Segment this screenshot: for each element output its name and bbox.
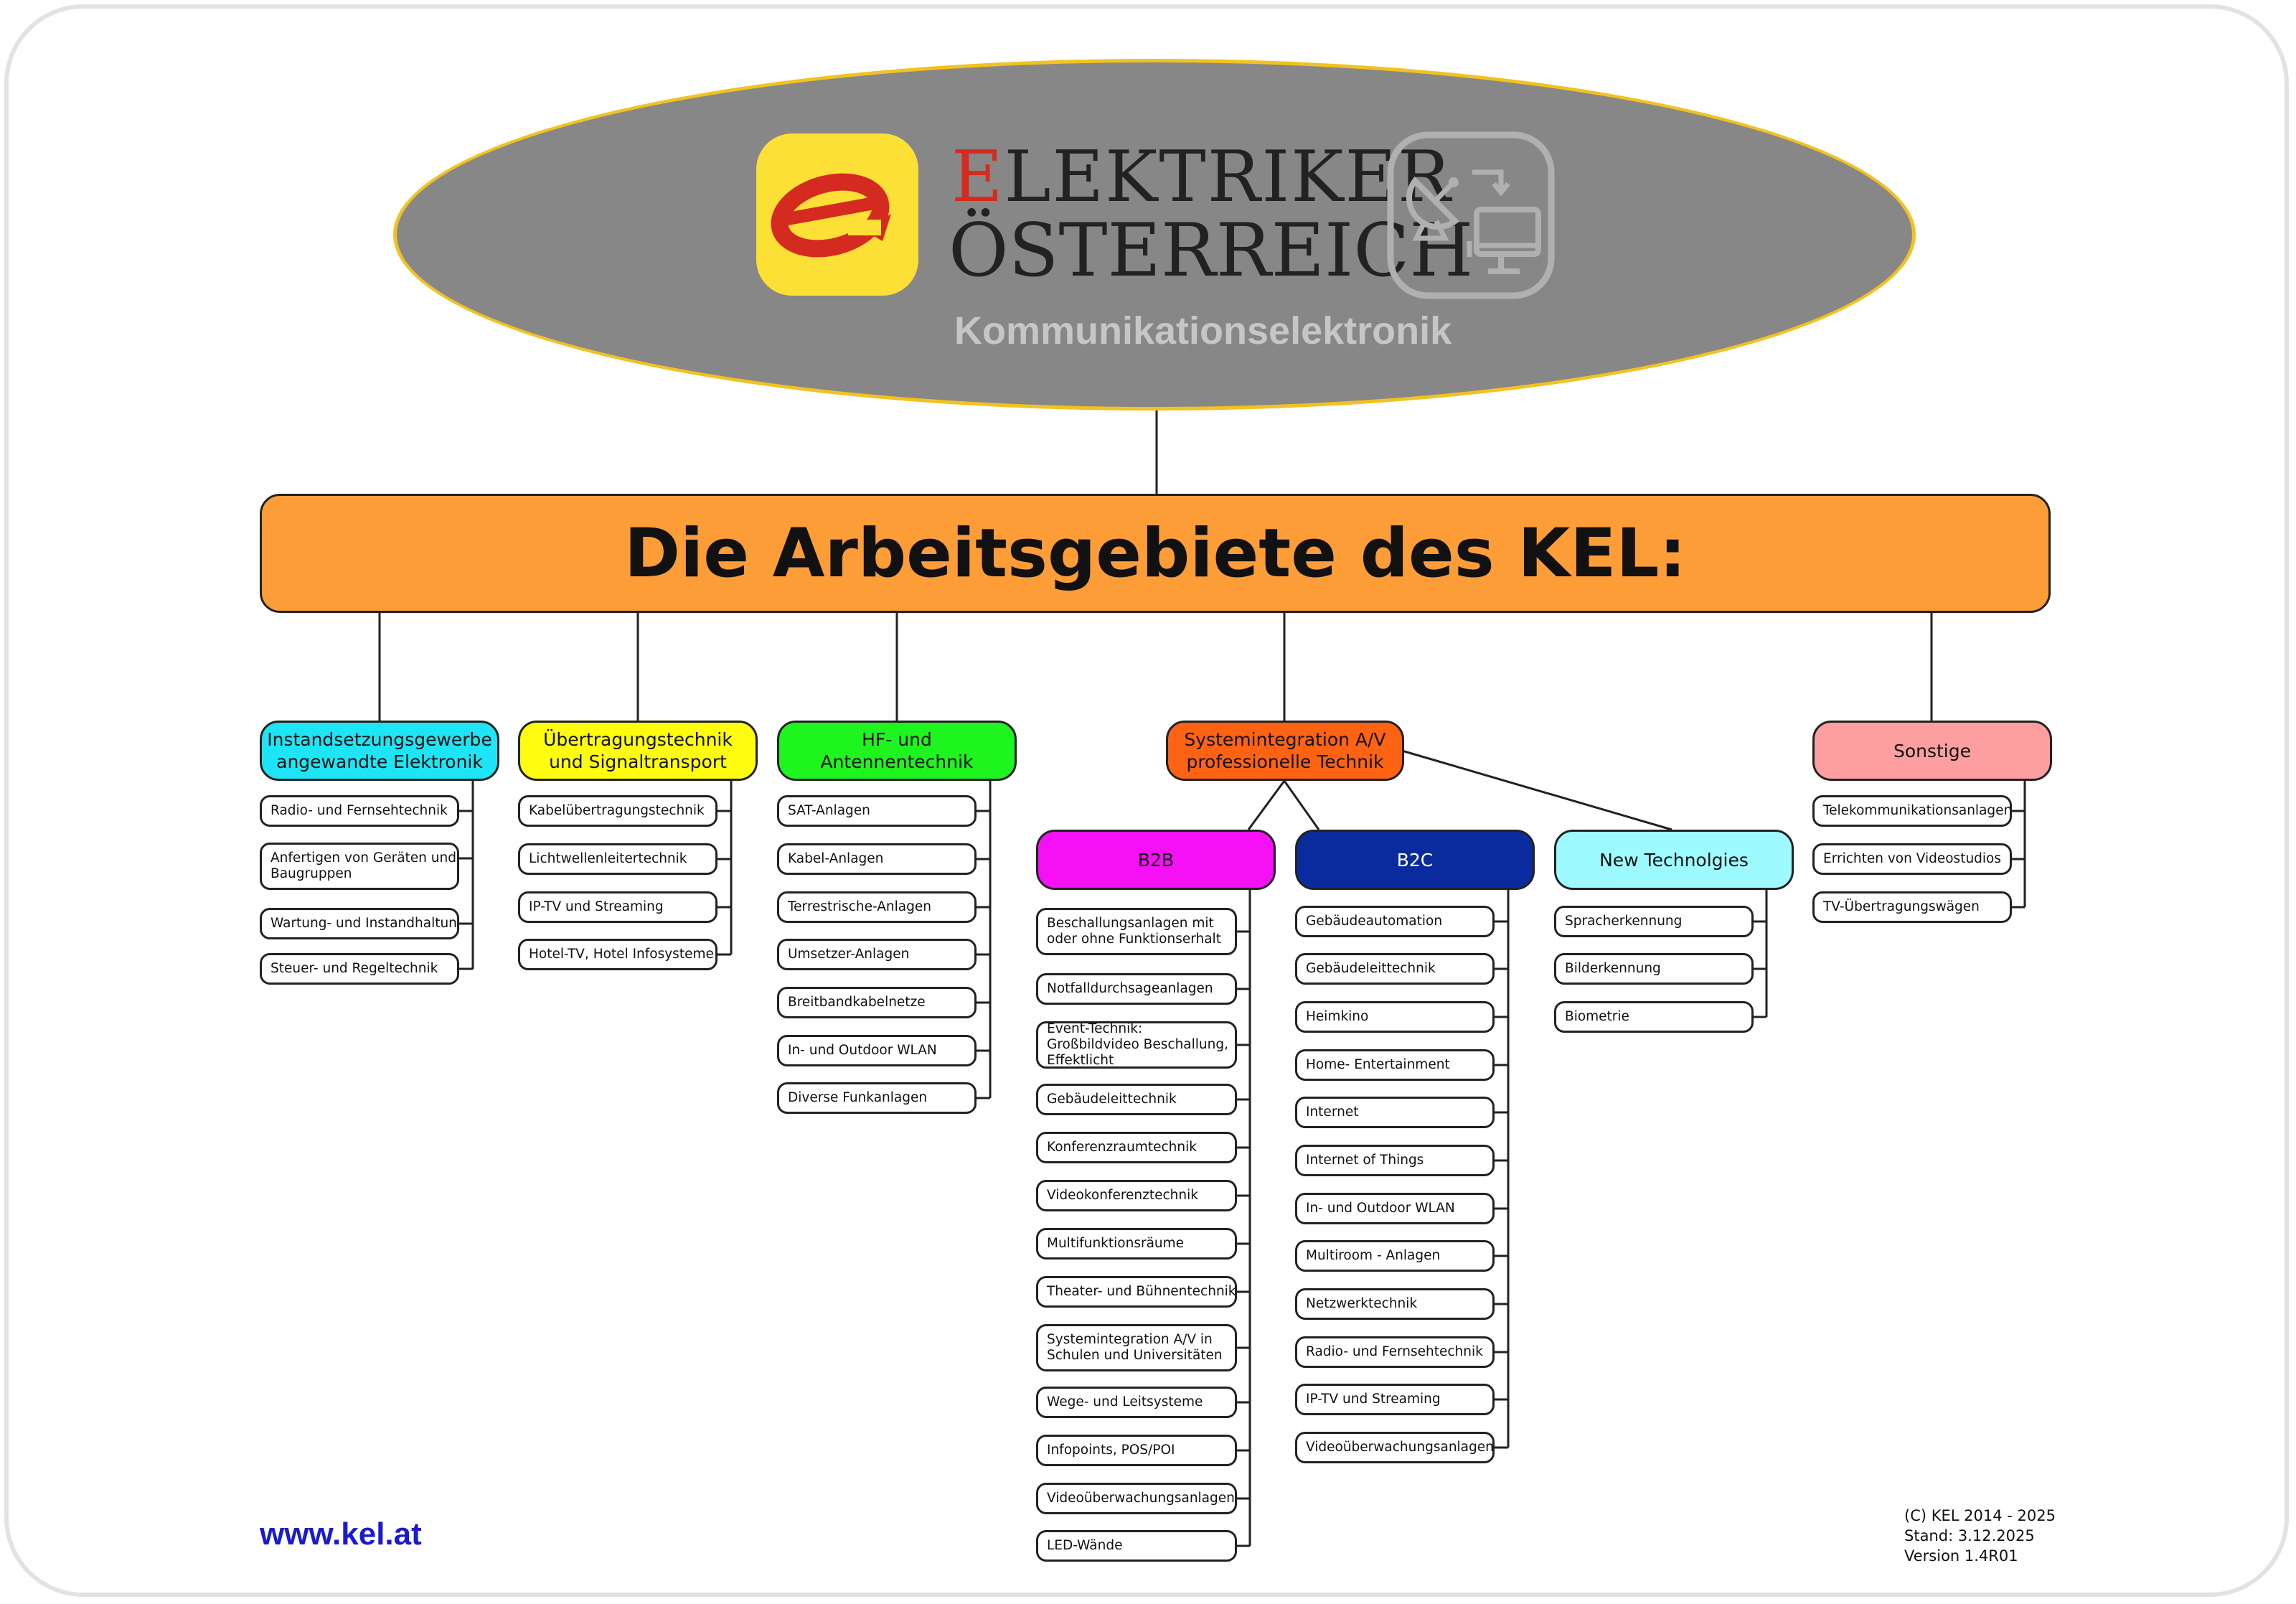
list-item: Event-Technik: Großbildvideo Beschallung…: [1036, 1021, 1237, 1069]
e-marke-logo-icon: [756, 133, 918, 296]
brand-first-letter: E: [951, 136, 1004, 218]
list-item: Kabel-Anlagen: [777, 843, 977, 875]
copyright-block: (C) KEL 2014 - 2025 Stand: 3.12.2025 Ver…: [1904, 1506, 2056, 1566]
list-item: Lichtwellenleitertechnik: [518, 843, 718, 875]
category-hf-antennentechnik: HF- und Antennentechnik: [777, 721, 1017, 781]
category-label-line1: Übertragungstechnik: [543, 729, 733, 750]
list-item: Telekommunikationsanlagen: [1812, 795, 2012, 827]
satellite-computer-icon: [1386, 131, 1556, 300]
brand-line-1: ELEKTRIKER: [951, 138, 1452, 217]
list-item: Steuer- und Regeltechnik: [260, 953, 459, 985]
list-item: Netzwerktechnik: [1295, 1288, 1495, 1320]
list-item: Videokonferenztechnik: [1036, 1180, 1237, 1211]
list-item: Home- Entertainment: [1295, 1049, 1495, 1081]
copyright-text: (C) KEL 2014 - 2025: [1904, 1507, 2056, 1524]
list-item: Umsetzer-Anlagen: [777, 939, 977, 970]
list-item: Multifunktionsräume: [1036, 1228, 1237, 1260]
category-label-line1: Instandsetzungsgewerbe: [267, 729, 492, 750]
list-item: Errichten von Videostudios: [1812, 843, 2012, 875]
list-item: Kabelübertragungstechnik: [518, 795, 718, 827]
list-item: Bilderkennung: [1554, 953, 1754, 985]
category-sonstige: Sonstige: [1812, 721, 2052, 781]
website-link[interactable]: www.kel.at: [260, 1516, 422, 1552]
list-item: Wege- und Leitsysteme: [1036, 1387, 1237, 1418]
list-item: Internet: [1295, 1097, 1495, 1128]
list-item: Internet of Things: [1295, 1145, 1495, 1176]
list-item: TV-Übertragungswägen: [1812, 891, 2012, 923]
list-item: Biometrie: [1554, 1001, 1754, 1033]
list-item: LED-Wände: [1036, 1530, 1237, 1562]
header-subtitle: Kommunikationselektronik: [954, 309, 1452, 352]
category-label-line2: professionelle Technik: [1186, 751, 1384, 772]
list-item: SAT-Anlagen: [777, 795, 977, 827]
list-item: Diverse Funkanlagen: [777, 1082, 977, 1114]
category-label: Sonstige: [1893, 740, 1972, 761]
category-label-line2: angewandte Elektronik: [276, 751, 483, 772]
list-item: IP-TV und Streaming: [1295, 1384, 1495, 1415]
category-label: New Technolgies: [1599, 849, 1749, 871]
list-item: Infopoints, POS/POI: [1036, 1435, 1237, 1466]
version-text: Version 1.4R01: [1904, 1547, 2018, 1565]
category-label-line2: und Signaltransport: [549, 751, 727, 772]
list-item: Breitbandkabelnetze: [777, 987, 977, 1018]
list-item: Videoüberwachungsanlagen: [1036, 1483, 1237, 1514]
list-item: Notfalldurchsageanlagen: [1036, 973, 1237, 1005]
subcategory-new-technologies: New Technolgies: [1554, 830, 1794, 890]
category-label: HF- und Antennentechnik: [820, 729, 974, 772]
list-item: Heimkino: [1295, 1001, 1495, 1033]
category-label: B2C: [1396, 849, 1434, 871]
brand-rest: LEKTRIKER: [1004, 136, 1452, 218]
list-item: Systemintegration A/V in Schulen und Uni…: [1036, 1324, 1237, 1371]
list-item: Theater- und Bühnentechnik: [1036, 1276, 1237, 1308]
list-item: Konferenzraumtechnik: [1036, 1132, 1237, 1163]
subcategory-b2b: B2B: [1036, 830, 1276, 890]
subcategory-b2c: B2C: [1295, 830, 1535, 890]
list-item: Videoüberwachungsanlagen: [1295, 1432, 1495, 1463]
list-item: Wartung- und Instandhaltung: [260, 908, 459, 939]
header-oval: [393, 59, 1916, 411]
brand-line-2: ÖSTERREICH: [949, 208, 1474, 294]
list-item: IP-TV und Streaming: [518, 891, 718, 923]
list-item: Anfertigen von Geräten und Baugruppen: [260, 843, 459, 890]
list-item: Radio- und Fernsehtechnik: [1295, 1336, 1495, 1368]
list-item: Gebäudeautomation: [1295, 906, 1495, 937]
category-label-line1: Systemintegration A/V: [1184, 729, 1386, 750]
stand-text: Stand: 3.12.2025: [1904, 1527, 2035, 1544]
list-item: Gebäudeleittechnik: [1295, 953, 1495, 985]
list-item: Beschallungsanlagen mit oder ohne Funkti…: [1036, 908, 1237, 955]
list-item: Terrestrische-Anlagen: [777, 891, 977, 923]
list-item: Gebäudeleittechnik: [1036, 1084, 1237, 1115]
list-item: In- und Outdoor WLAN: [777, 1035, 977, 1066]
list-item: Spracherkennung: [1554, 906, 1754, 937]
category-label: B2B: [1137, 849, 1175, 871]
list-item: Radio- und Fernsehtechnik: [260, 795, 459, 827]
list-item: Hotel-TV, Hotel Infosysteme: [518, 939, 718, 970]
main-title: Die Arbeitsgebiete des KEL:: [260, 494, 2051, 613]
list-item: Multiroom - Anlagen: [1295, 1240, 1495, 1272]
list-item: In- und Outdoor WLAN: [1295, 1193, 1495, 1224]
